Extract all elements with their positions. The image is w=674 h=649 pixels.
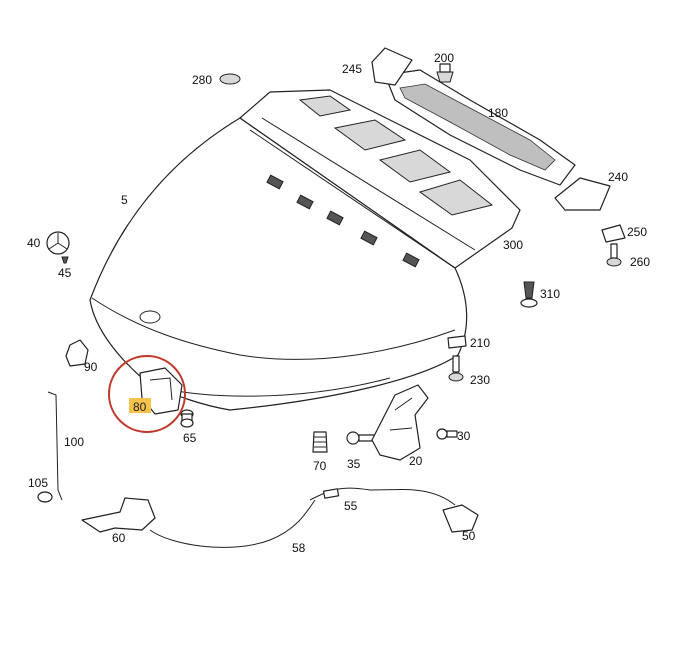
part-40-emblem xyxy=(46,231,70,255)
label-58: 58 xyxy=(292,541,306,555)
part-65-bushing xyxy=(180,409,194,428)
label-40: 40 xyxy=(27,236,41,250)
part-280-cap xyxy=(219,73,241,85)
label-45: 45 xyxy=(58,266,72,280)
part-58-cable xyxy=(149,499,316,548)
part-20-hinge xyxy=(371,384,429,461)
label-5: 5 xyxy=(121,193,128,207)
part-90-bracket xyxy=(65,339,89,367)
highlight-circle xyxy=(108,355,186,433)
label-200: 200 xyxy=(434,51,454,65)
label-30: 30 xyxy=(457,429,471,443)
label-210: 210 xyxy=(470,336,490,350)
part-180-grille xyxy=(384,69,576,186)
label-180: 180 xyxy=(488,106,508,120)
part-250-clip xyxy=(601,224,626,243)
label-230: 230 xyxy=(470,373,490,387)
label-105: 105 xyxy=(28,476,48,490)
label-70: 70 xyxy=(313,459,327,473)
part-45-fastener xyxy=(61,256,69,264)
label-80: 80 xyxy=(133,400,147,414)
part-50-handle xyxy=(442,504,479,533)
label-90: 90 xyxy=(84,360,98,374)
label-20: 20 xyxy=(409,454,423,468)
part-245-trim xyxy=(371,47,413,86)
label-240: 240 xyxy=(608,170,628,184)
part-105-grommet xyxy=(37,491,53,503)
label-250: 250 xyxy=(627,225,647,239)
part-210-clip xyxy=(447,335,467,349)
part-35-bolt xyxy=(346,431,376,445)
label-280: 280 xyxy=(192,73,212,87)
label-300: 300 xyxy=(503,238,523,252)
label-260: 260 xyxy=(630,255,650,269)
part-230-bolt xyxy=(448,355,464,382)
part-310-pin xyxy=(520,281,538,308)
label-100: 100 xyxy=(64,435,84,449)
part-60-lock xyxy=(81,497,156,533)
hood-insulation xyxy=(239,89,521,269)
part-200-clip xyxy=(436,63,454,83)
highlight-label-bg xyxy=(129,398,151,413)
label-310: 310 xyxy=(540,287,560,301)
label-50: 50 xyxy=(462,529,476,543)
label-245: 245 xyxy=(342,62,362,76)
label-65: 65 xyxy=(183,431,197,445)
part-240-trim xyxy=(554,177,611,211)
part-70-buffer xyxy=(312,431,328,453)
part-260-bolt xyxy=(606,243,622,267)
part-100-prop-rod xyxy=(47,391,63,501)
label-35: 35 xyxy=(347,457,361,471)
part-30-bolt xyxy=(436,428,458,440)
label-60: 60 xyxy=(112,531,126,545)
label-55: 55 xyxy=(344,499,358,513)
